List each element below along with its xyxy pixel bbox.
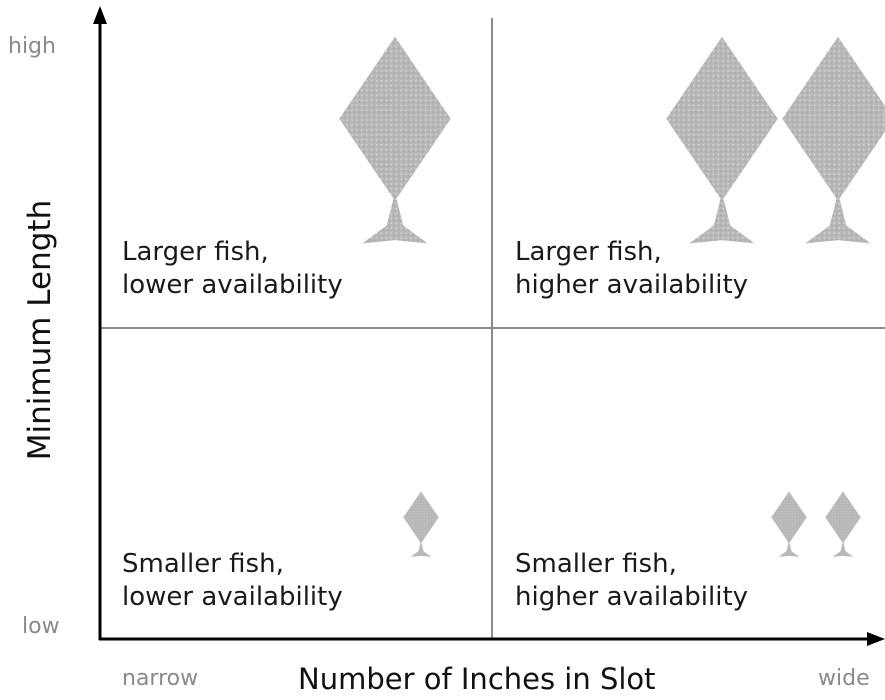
quadrant-label-line: Larger fish, <box>122 236 343 269</box>
quadrant-label-line: Larger fish, <box>515 236 748 269</box>
fish-icon-bottom-left <box>403 491 438 557</box>
quadrant-label-top-right: Larger fish, higher availability <box>515 236 748 302</box>
quadrant-label-line: lower availability <box>122 581 343 614</box>
quadrant-label-line: lower availability <box>122 269 343 302</box>
fish-icon-top-left <box>339 37 451 244</box>
x-axis-narrow-label: narrow <box>122 666 198 691</box>
x-axis-wide-label: wide <box>818 666 870 691</box>
quadrant-label-line: higher availability <box>515 269 748 302</box>
quadrant-label-top-left: Larger fish, lower availability <box>122 236 343 302</box>
y-axis-arrow <box>93 6 107 24</box>
y-axis-low-label: low <box>22 614 60 639</box>
fish-icon-top-right-1 <box>666 37 778 244</box>
quadrant-label-line: higher availability <box>515 581 748 614</box>
quadrant-label-line: Smaller fish, <box>515 548 748 581</box>
fish-icon-bottom-right-1 <box>771 491 806 557</box>
y-axis-title: Minimum Length <box>22 200 58 460</box>
quadrant-label-line: Smaller fish, <box>122 548 343 581</box>
x-axis-title: Number of Inches in Slot <box>298 662 656 696</box>
fish-icon-bottom-right-2 <box>825 491 860 557</box>
fish-icon-top-right-2 <box>782 37 885 244</box>
quadrant-label-bottom-left: Smaller fish, lower availability <box>122 548 343 614</box>
x-axis-arrow <box>867 632 885 646</box>
quadrant-label-bottom-right: Smaller fish, higher availability <box>515 548 748 614</box>
y-axis-high-label: high <box>8 34 56 59</box>
